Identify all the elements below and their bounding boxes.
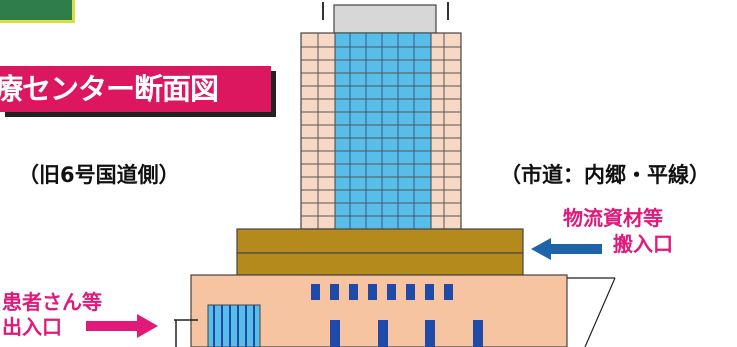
tower-floor-lines [301, 46, 461, 217]
right-road-label: （市道：内郷・平線） [500, 163, 710, 187]
entrance-glass [207, 304, 261, 347]
mid-band-lower [236, 252, 524, 276]
tower-glass-wall [334, 32, 432, 230]
header-tab [0, 0, 75, 23]
title-banner [0, 66, 271, 112]
materials-entrance-line1: 物流資材等 [563, 206, 663, 230]
diagram-title: 療センター断面図 [0, 72, 219, 106]
left-road-label: （旧6号国道側） [18, 163, 180, 187]
patient-entrance-line2: 出入口 [2, 315, 62, 339]
mid-band-upper [236, 228, 524, 254]
patient-entrance-line1: 患者さん等 [2, 290, 102, 314]
materials-arrow [531, 238, 602, 260]
ramp-slope [584, 277, 616, 347]
materials-entrance-line2: 搬入口 [613, 232, 673, 256]
rooftop-structure [333, 4, 437, 34]
patient-arrow [86, 314, 158, 338]
tower-mullions [349, 33, 415, 229]
podium-windows-lower [330, 320, 483, 347]
podium-windows-upper [311, 284, 453, 300]
